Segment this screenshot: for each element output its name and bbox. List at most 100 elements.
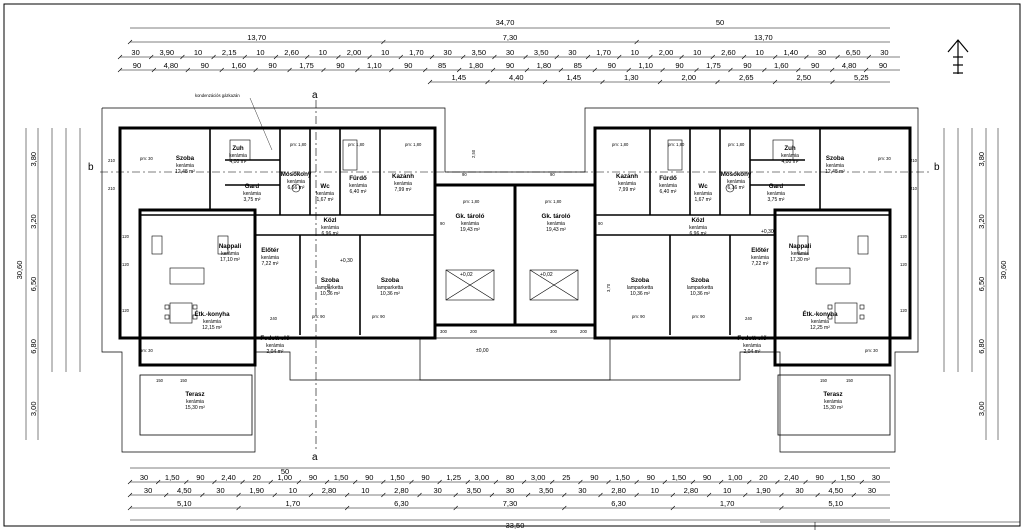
dim-bottom-chain-1-label: 2,40	[784, 473, 799, 482]
room-floor: kerámia	[349, 183, 367, 189]
dim-top-chain-1-tick	[634, 39, 639, 45]
dim-bottom-chain-2-label: 2,80	[611, 486, 626, 495]
window-note-pm180: pm: 1,80	[405, 142, 422, 147]
dim-top-chain-4-label: 5,25	[854, 73, 869, 82]
dim-top-chain-3-tick	[117, 67, 123, 73]
dim-top-chain-2-label: 2,00	[659, 48, 674, 57]
dim-bottom-chain-3-label: 6,30	[611, 499, 626, 508]
dim-top-chain-2-tick	[304, 54, 310, 60]
room-name: Szoba	[691, 277, 710, 284]
room-area: 12,48 m²	[825, 169, 845, 175]
window-note-w370: 3,70	[606, 283, 611, 292]
dim-top-chain-2-label: 2,00	[347, 48, 362, 57]
window-note-pm180: pm: 1,80	[463, 199, 480, 204]
dim-bottom-chain-2-tick	[598, 492, 603, 498]
dim-top-chain-3-tick	[728, 67, 733, 73]
dim-top-chain-3-tick	[829, 67, 835, 73]
room-floor: kerámia	[791, 251, 809, 257]
dim-bottom-chain-2-tick	[236, 492, 241, 498]
annotation-leader	[249, 97, 273, 151]
dim-top-chain-2-tick	[367, 54, 372, 60]
dim-top-chain-2-label: 10	[381, 48, 389, 57]
dim-bottom-chain-2-tick	[525, 492, 531, 498]
dim-bottom-chain-2-tick	[670, 492, 676, 498]
dim-bottom-chain-3-tick	[127, 505, 133, 511]
dim-bottom-chain-2-tick	[272, 492, 277, 498]
dim-bottom-chain-2-label: 30	[216, 486, 224, 495]
dim-top-chain-3-label: 4,80	[842, 61, 857, 70]
dim-top-chain-3-label: 90	[133, 61, 141, 70]
dim-top-chain-3-label: 90	[268, 61, 276, 70]
dim-bottom-chain-3-label: 7,30	[503, 499, 518, 508]
dim-top-chain-2-label: 10	[194, 48, 202, 57]
dim-top-chain-4-label: 2,50	[796, 73, 811, 82]
annotation-text: kondenzációs gázkazán	[195, 93, 240, 98]
dim-bottom-chain-2-tick	[851, 492, 857, 498]
dim-top-chain-2-label: 10	[755, 48, 763, 57]
dim-top-chain-2-label: 3,50	[471, 48, 486, 57]
room-floor: kerámia	[727, 179, 745, 185]
dim-bottom-chain-3-tick	[779, 505, 784, 511]
room-name: Nappali	[219, 243, 242, 250]
room-floor: kerámia	[826, 163, 844, 169]
dim-bottom-chain-1-tick	[381, 479, 386, 485]
dim-left-chain-label: 3,80	[29, 152, 38, 167]
dim-top-chain-2-tick	[117, 54, 123, 60]
dim-top-chain-2-label: 10	[319, 48, 327, 57]
dim-bottom-chain-2-label: 10	[651, 486, 659, 495]
dim-bottom-chain-1-tick	[127, 479, 133, 485]
dim-bottom-chain-1-tick	[240, 479, 245, 485]
dim-bottom-chain-1-label: 90	[196, 473, 204, 482]
level-interior-right: +0,30	[761, 229, 774, 235]
dim-bottom-chain-1-label: 25	[562, 473, 570, 482]
dim-bottom-chain-1-label: 1,50	[615, 473, 630, 482]
dim-top-chain-2-label: 30	[880, 48, 888, 57]
dim-right-total: 30,60	[999, 261, 1008, 280]
dim-top-chain-2-label: 2,60	[721, 48, 736, 57]
window-note-w210: 210	[108, 158, 116, 163]
dim-top-chain-2-tick	[336, 54, 341, 60]
dim-top-chain-2-tick	[772, 54, 778, 60]
room-area: 17,10 m²	[220, 257, 240, 263]
room-name: Zuh	[784, 145, 796, 152]
dim-bottom-chain-1-tick	[550, 479, 555, 485]
dim-top-chain-3-tick	[762, 67, 767, 73]
room-floor: kerámia	[261, 255, 279, 261]
dim-bottom-chain-2-label: 30	[433, 486, 441, 495]
dim-bottom-chain-1-tick	[521, 479, 527, 485]
window-note-pm180: pm: 1,80	[348, 142, 365, 147]
dim-top-chain-3-label: 90	[879, 61, 887, 70]
dim-bottom-chain-2-tick	[381, 492, 386, 498]
dim-top-chain-2-tick	[835, 54, 840, 60]
dim-bottom-chain-1-label: 1,50	[672, 473, 687, 482]
dim-bottom-chain-1-label: 90	[590, 473, 598, 482]
window-note-pm30: pm: 30	[140, 156, 153, 161]
dim-top-chain-3-label: 1,10	[367, 61, 382, 70]
dim-top-chain-3-tick	[660, 67, 665, 73]
dim-top-chain-1-label: 13,70	[754, 33, 773, 42]
dim-top-chain-4-tick	[427, 79, 433, 85]
room-area: 10,36 m²	[380, 291, 400, 297]
dim-top-chain-4-label: 1,45	[566, 73, 581, 82]
window-note-pm30: pm: 30	[140, 348, 153, 353]
room-name: Kazánh	[616, 173, 638, 180]
dim-top-chain-2-tick	[148, 54, 154, 60]
window-note-pm90: pm: 90	[692, 314, 705, 319]
dim-bottom-chain-3-tick	[562, 505, 567, 511]
dim-bottom-chain-2-tick	[344, 492, 350, 498]
room-floor: kerámia	[176, 163, 194, 169]
dim-top-chain-3-tick	[185, 67, 191, 73]
dim-top-chain-2-label: 2,15	[222, 48, 237, 57]
room-area: 2,04 m²	[267, 349, 284, 355]
room-area: 6,96 m²	[322, 231, 339, 237]
room-area: 12,48 m²	[175, 169, 195, 175]
dim-bottom-chain-1-label: 20	[252, 473, 260, 482]
dim-top-chain-2-tick	[648, 54, 653, 60]
